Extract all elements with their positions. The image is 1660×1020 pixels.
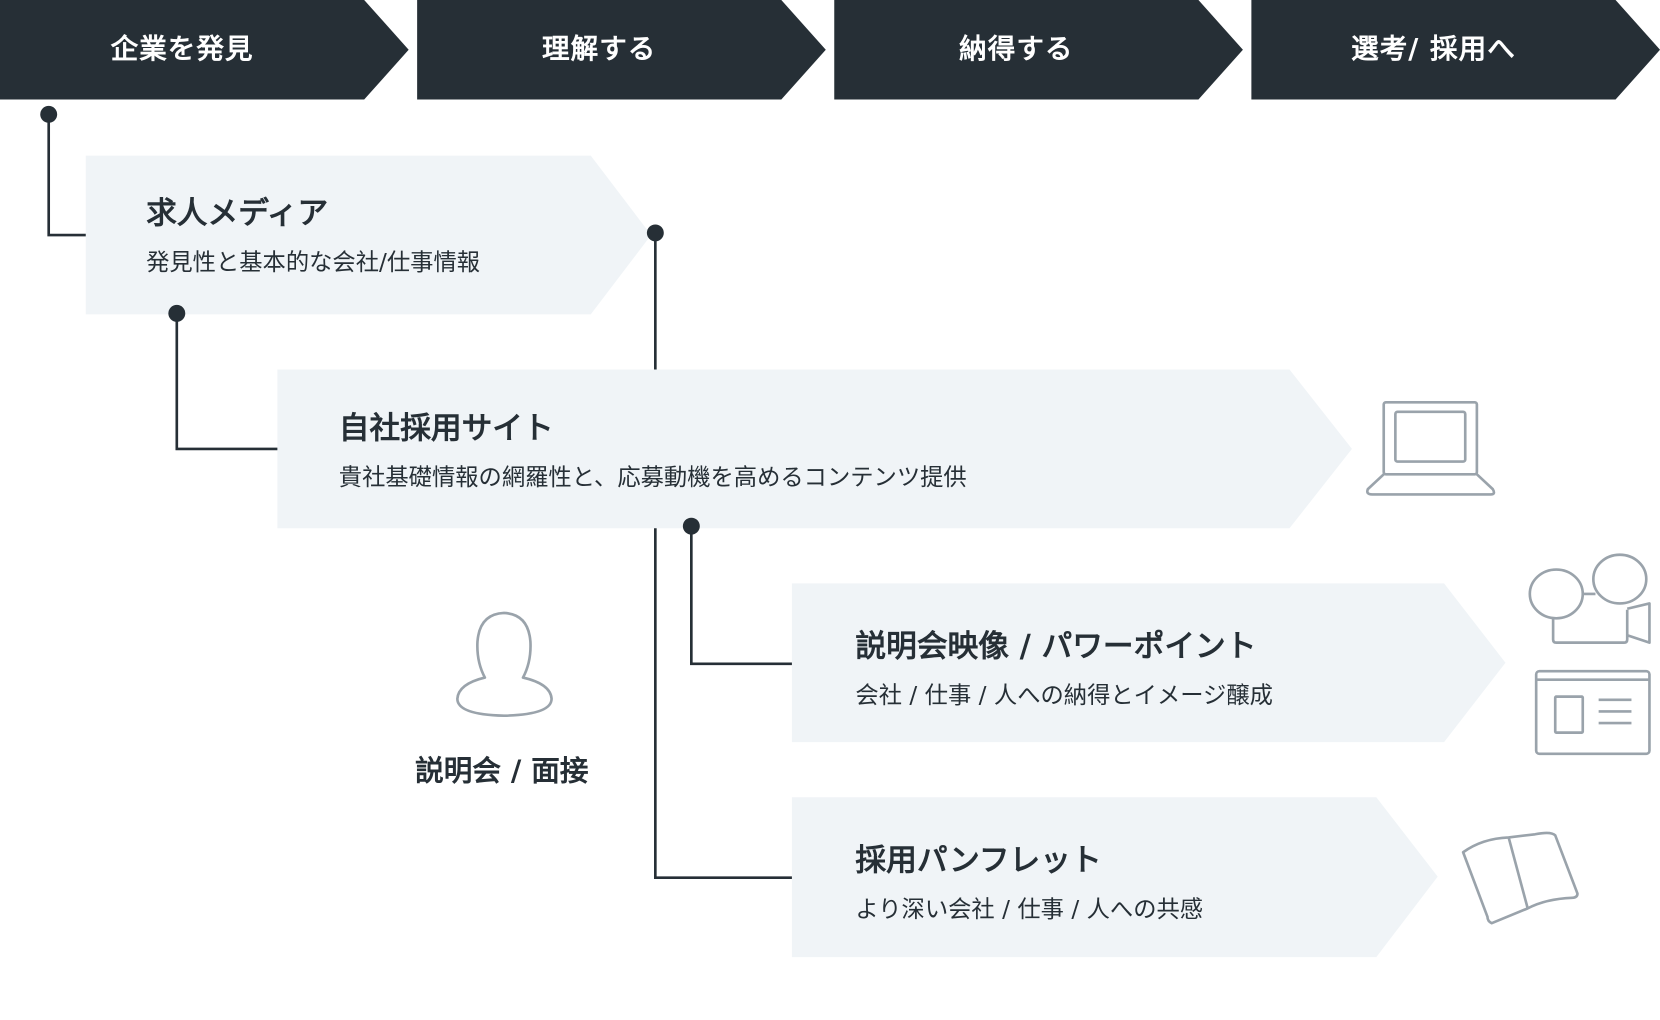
- connector-dots: [40, 105, 700, 535]
- stage-chevron-2: [417, 0, 826, 100]
- channel-title-briefing-video: 説明会映像 / パワーポイント: [855, 627, 1257, 664]
- stage-chevron-1: [0, 0, 409, 100]
- open-book-icon: [1461, 831, 1579, 925]
- panel-company-site: [277, 369, 1352, 529]
- video-camera-icon: [1528, 553, 1651, 644]
- channel-description-briefing-video: 会社 / 仕事 / 人への納得とイメージ醸成: [855, 682, 1273, 710]
- stage-label-convinced: 納得する: [959, 33, 1074, 66]
- channel-description-pamphlet: より深い会社 / 仕事 / 人への共感: [855, 896, 1204, 924]
- stage-label-understand: 理解する: [542, 33, 657, 66]
- panel-pamphlet: [791, 797, 1438, 958]
- channel-title-pamphlet: 採用パンフレット: [855, 841, 1102, 878]
- panel-briefing-video: [791, 583, 1506, 743]
- presentation-slide-icon: [1534, 669, 1651, 756]
- person-icon: [456, 611, 553, 718]
- channel-description-company-site: 貴社基礎情報の網羅性と、応募動機を高めるコンテンツ提供: [338, 464, 967, 492]
- stage-label-selection: 選考/ 採用へ: [1351, 33, 1516, 66]
- channel-title-company-site: 自社採用サイト: [338, 409, 554, 446]
- stage-chevron-4: [1251, 0, 1660, 100]
- channel-title-job-media: 求人メディア: [146, 194, 329, 231]
- stage-label-discover: 企業を発見: [110, 33, 254, 66]
- panel-job-media: [85, 155, 652, 315]
- briefing-label: 説明会 / 面接: [415, 754, 589, 788]
- connector-lines: [47, 114, 792, 879]
- stage-chevron-3: [834, 0, 1243, 100]
- channel-description-job-media: 発見性と基本的な会社/仕事情報: [146, 249, 481, 277]
- laptop-icon: [1365, 400, 1496, 496]
